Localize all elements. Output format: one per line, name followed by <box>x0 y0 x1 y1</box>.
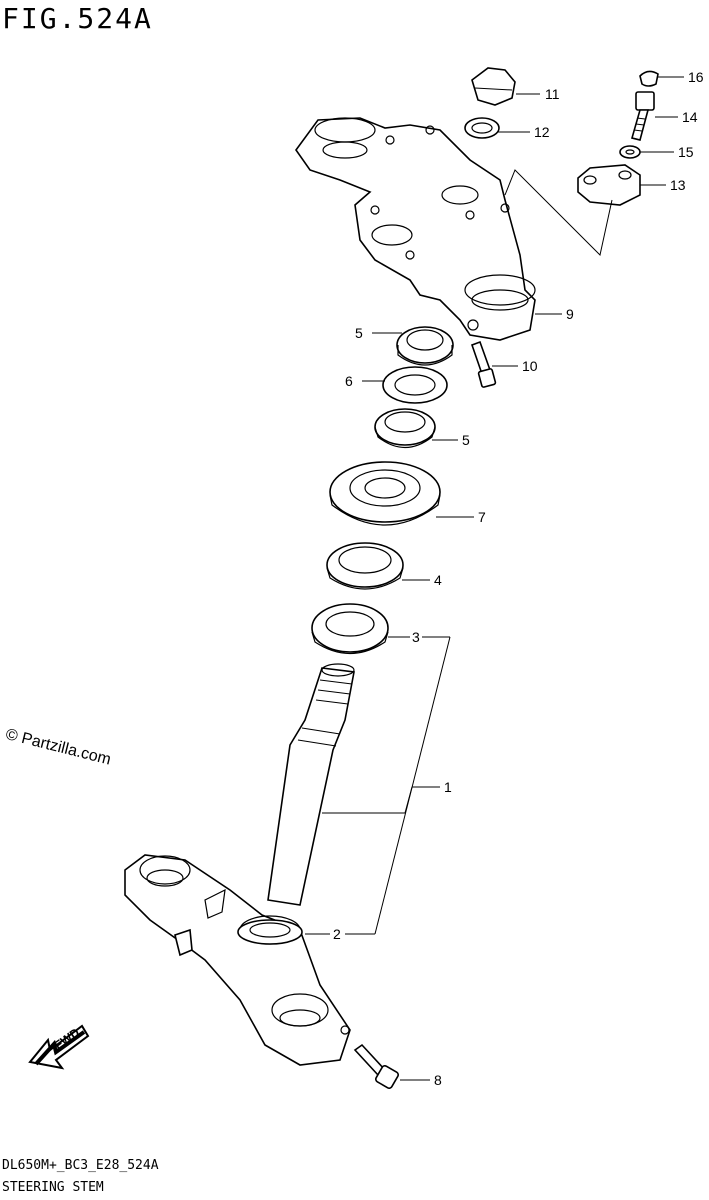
callout-labels: 11 12 16 14 15 13 9 10 5 6 5 7 4 3 1 2 8 <box>333 69 704 1088</box>
callout-16: 16 <box>688 69 704 85</box>
nut-part-5-lower <box>374 408 436 449</box>
callout-13: 13 <box>670 177 686 193</box>
clamp-part-13 <box>577 164 641 206</box>
leader-lines <box>305 76 684 1081</box>
washer-part-6 <box>382 366 448 404</box>
fwd-arrow-icon: FWD <box>28 1024 90 1070</box>
callout-6: 6 <box>345 373 353 389</box>
callout-5-upper: 5 <box>355 325 363 341</box>
callout-2: 2 <box>333 926 341 942</box>
figure-title: FIG.524A <box>2 2 153 35</box>
bolt-part-10 <box>470 340 497 388</box>
washer-part-15 <box>619 145 641 159</box>
bolt-part-14 <box>631 91 655 141</box>
callout-11: 11 <box>545 86 560 102</box>
callout-8: 8 <box>434 1072 442 1088</box>
diagram-code: DL650M+_BC3_E28_524A <box>2 1158 159 1173</box>
callout-12: 12 <box>534 124 550 140</box>
bearing-part-4 <box>326 542 404 590</box>
cap-part-16 <box>639 70 659 87</box>
cap-part-11 <box>471 67 516 106</box>
callout-4: 4 <box>434 572 442 588</box>
callout-15: 15 <box>678 144 694 160</box>
diagram-caption: STEERING STEM <box>2 1180 104 1195</box>
callout-9: 9 <box>566 306 574 322</box>
callout-10: 10 <box>522 358 538 374</box>
assembly-line <box>504 169 613 257</box>
bearing-part-3 <box>311 603 389 654</box>
callout-3: 3 <box>412 629 420 645</box>
steering-stem-part-1 <box>124 663 355 1066</box>
washer-part-12 <box>464 117 500 139</box>
seal-part-7 <box>329 461 441 526</box>
callout-5-lower: 5 <box>462 432 470 448</box>
bolt-part-8 <box>353 1043 399 1089</box>
seal-part-2 <box>237 919 303 945</box>
upper-bracket <box>295 117 536 341</box>
nut-part-5-upper <box>396 326 454 366</box>
callout-7: 7 <box>478 509 486 525</box>
callout-1: 1 <box>444 779 452 795</box>
callout-14: 14 <box>682 109 698 125</box>
